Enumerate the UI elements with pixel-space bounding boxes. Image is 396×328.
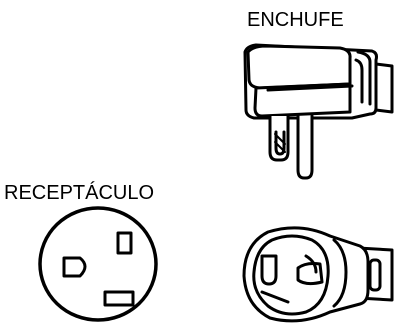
plug-label: ENCHUFE — [247, 9, 344, 31]
receptacle-label: RECEPTÁCULO — [4, 182, 155, 204]
